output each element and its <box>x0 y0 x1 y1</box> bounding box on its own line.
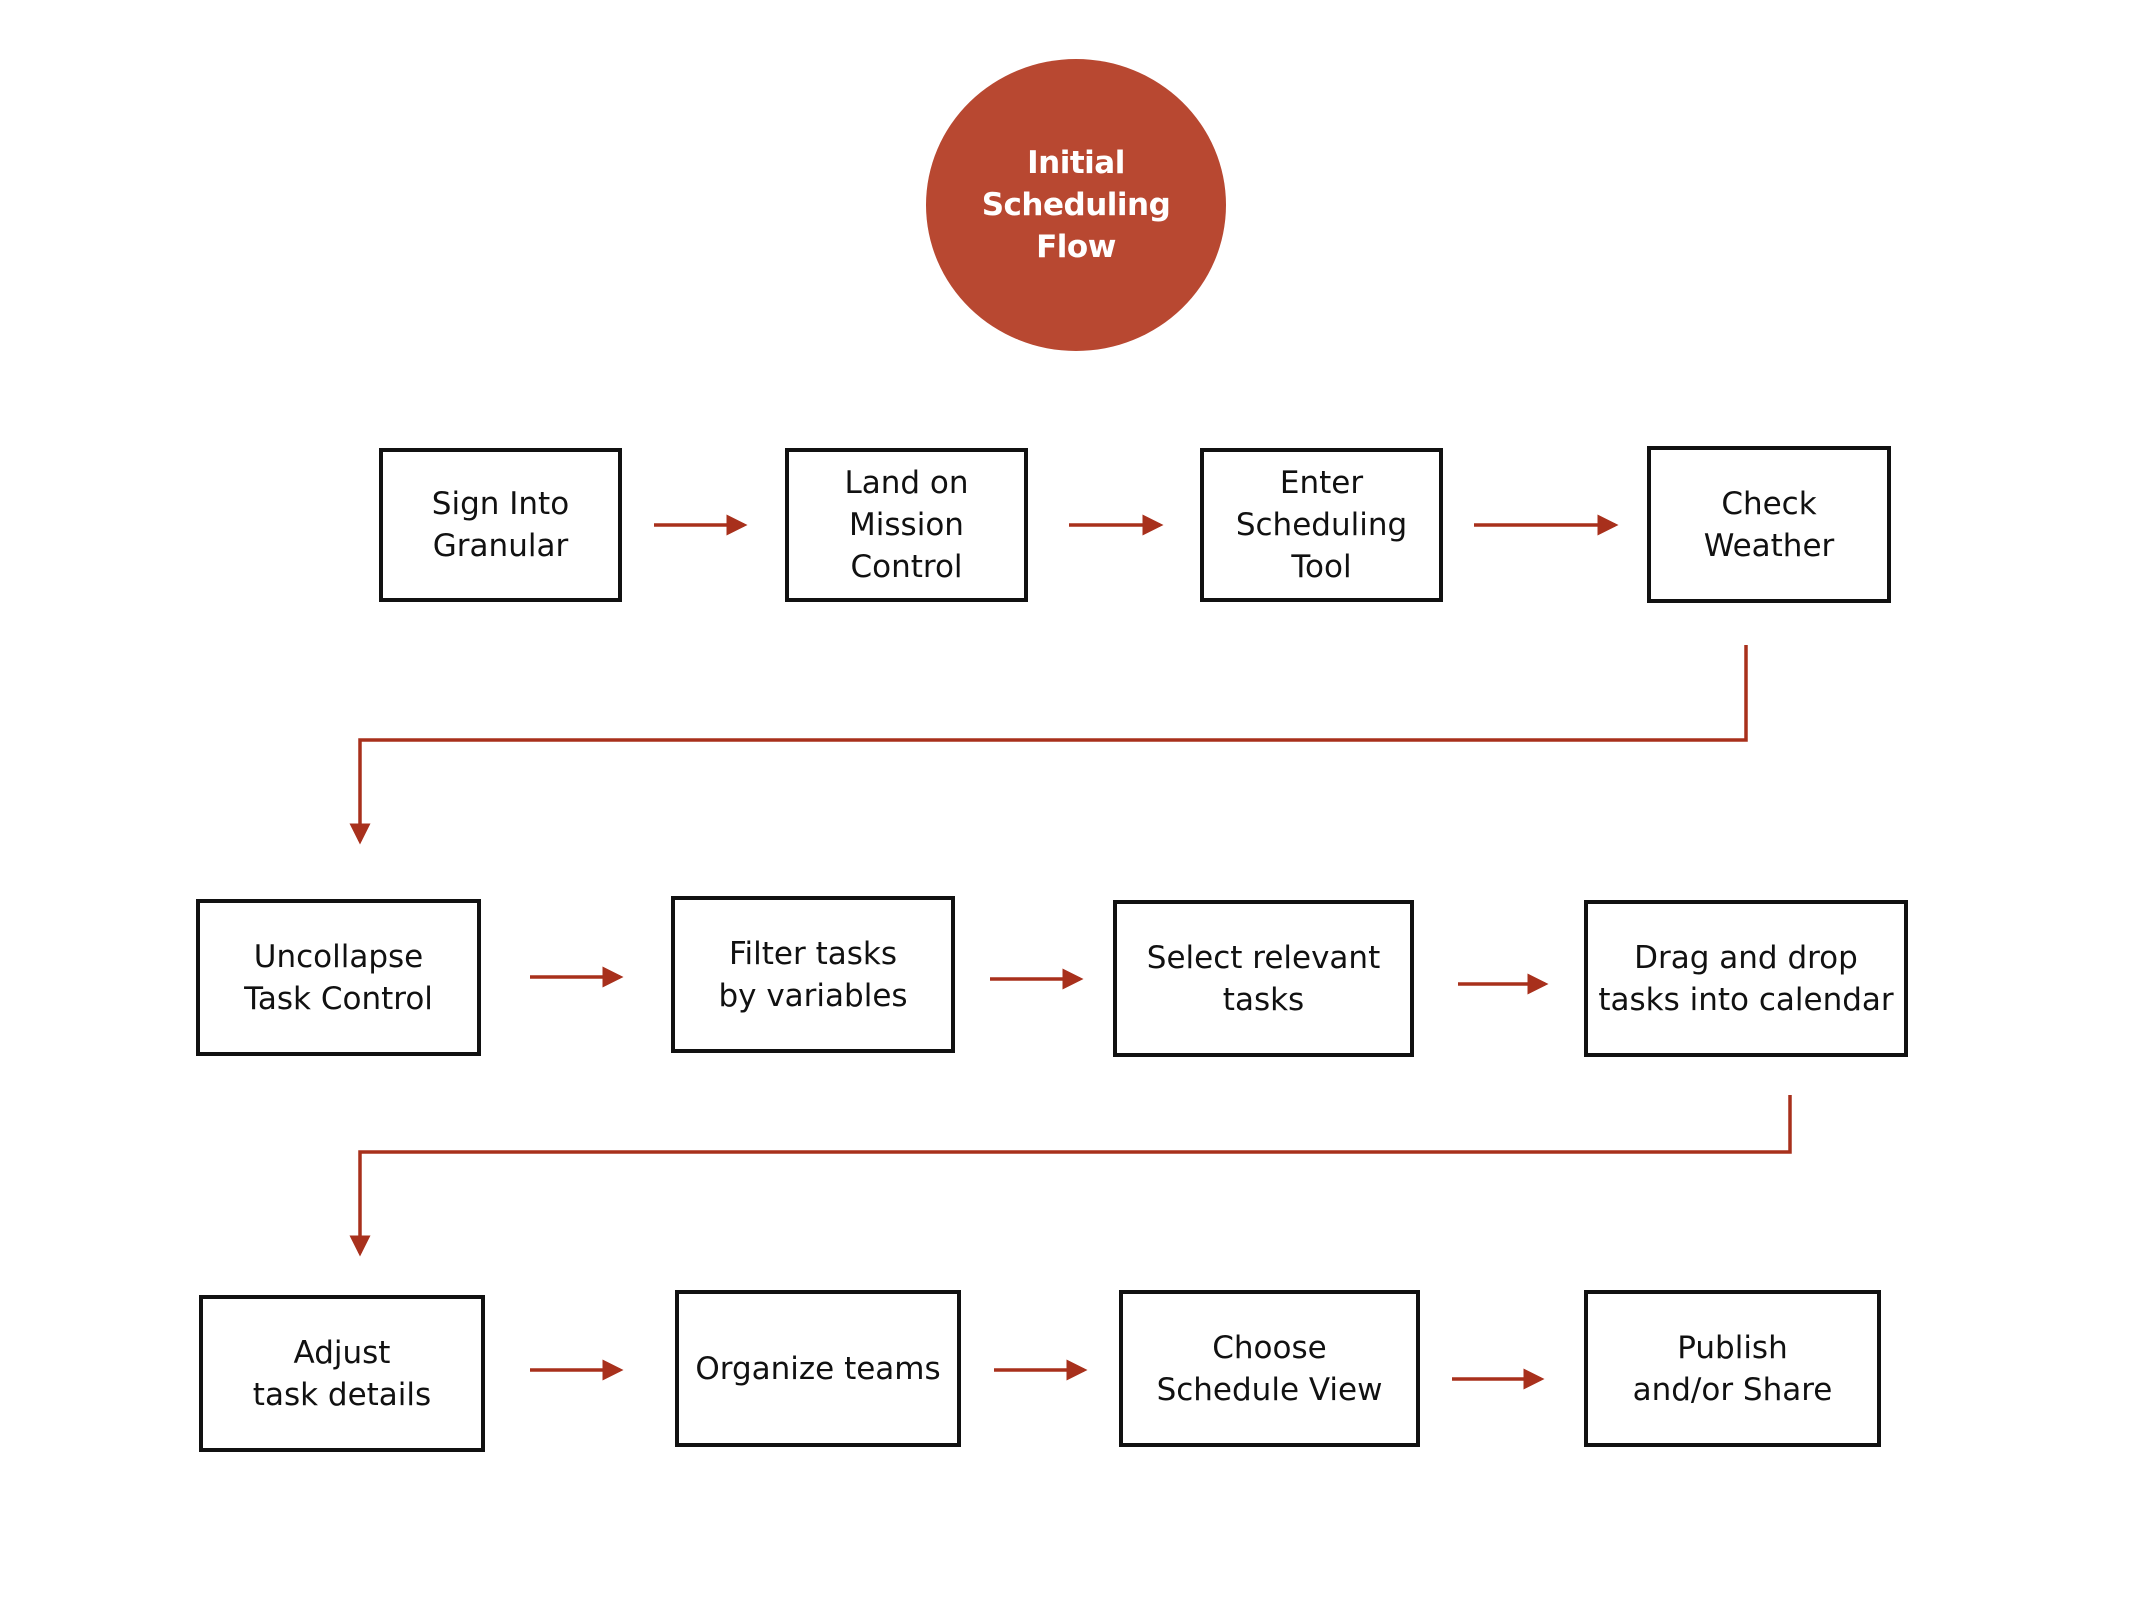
step-label: Select relevant tasks <box>1146 939 1381 1018</box>
diagram-title: Initial Scheduling Flow <box>981 145 1171 265</box>
step-land-on-mission-control: Land on Mission Control <box>785 448 1028 602</box>
step-choose-schedule-view: Choose Schedule View <box>1119 1290 1420 1447</box>
step-label: Sign Into Granular <box>431 486 570 564</box>
step-publish-and-share: Publish and/or Share <box>1584 1290 1881 1447</box>
title-circle: Initial Scheduling Flow <box>926 59 1226 351</box>
step-adjust-task-details: Adjust task details <box>199 1295 485 1452</box>
step-label: Organize teams <box>695 1350 941 1387</box>
step-sign-into-granular: Sign Into Granular <box>379 448 622 602</box>
step-label: Filter tasks by variables <box>718 935 908 1014</box>
step-label: Drag and drop tasks into calendar <box>1598 939 1894 1018</box>
step-uncollapse-task-control: Uncollapse Task Control <box>196 899 481 1056</box>
step-select-relevant-tasks: Select relevant tasks <box>1113 900 1414 1057</box>
step-label: Publish and/or Share <box>1632 1329 1833 1408</box>
step-label: Land on Mission Control <box>844 465 969 585</box>
step-label: Adjust task details <box>252 1334 432 1413</box>
connector-row2-to-row3 <box>349 1095 1792 1257</box>
step-label: Check Weather <box>1703 485 1835 564</box>
step-label: Uncollapse Task Control <box>244 938 433 1017</box>
step-check-weather: Check Weather <box>1647 446 1891 603</box>
step-filter-tasks: Filter tasks by variables <box>671 896 955 1053</box>
step-drag-and-drop-tasks: Drag and drop tasks into calendar <box>1584 900 1908 1057</box>
step-label: Choose Schedule View <box>1156 1329 1383 1408</box>
connector-row1-to-row2 <box>349 645 1748 845</box>
step-enter-scheduling-tool: Enter Scheduling Tool <box>1200 448 1443 602</box>
step-organize-teams: Organize teams <box>675 1290 961 1447</box>
step-label: Enter Scheduling Tool <box>1235 465 1408 585</box>
